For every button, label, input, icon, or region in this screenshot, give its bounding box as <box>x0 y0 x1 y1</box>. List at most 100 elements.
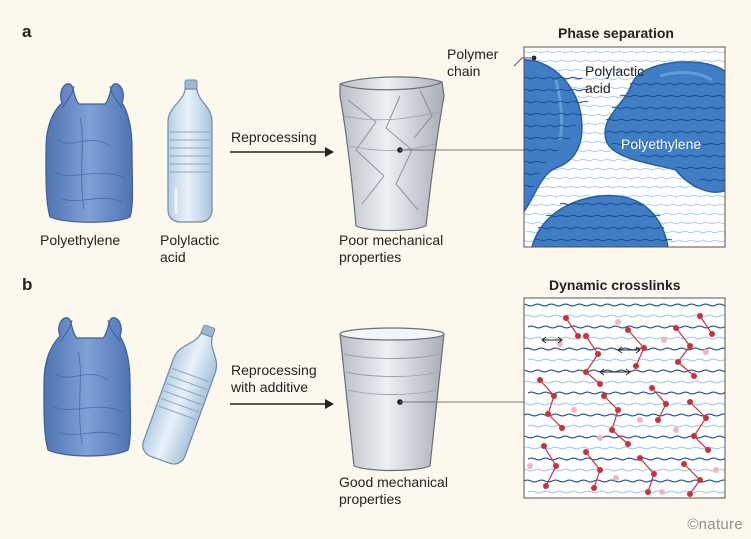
polymer-chain-wave <box>527 325 725 329</box>
polymer-chain-wave <box>605 118 725 122</box>
plastic-bag-icon <box>43 317 132 457</box>
polymer-chain-line1: Polymer <box>447 46 499 62</box>
polymer-chain-wave <box>524 112 583 116</box>
free-crosslinker <box>637 417 643 423</box>
crosslink-bond <box>585 335 601 385</box>
crosslink-bond <box>675 327 695 377</box>
crumpled-cup-icon <box>339 76 445 232</box>
inset-pla-line1: Polylactic <box>585 63 645 79</box>
free-crosslinker <box>673 427 679 433</box>
polymer-chain-wave <box>524 172 541 176</box>
crosslink-node <box>609 427 615 433</box>
polymer-chain-wave <box>611 106 725 110</box>
crosslink-node <box>641 345 647 351</box>
inset-pla-label: Polylactic acid <box>585 63 644 97</box>
crosslink-node <box>651 471 657 477</box>
polymer-chain-wave <box>524 88 589 92</box>
good-properties-label: Good mechanical properties <box>339 474 448 508</box>
exchange-arrow <box>541 336 563 344</box>
crosslink-node <box>691 373 697 379</box>
crosslink-node <box>615 407 621 413</box>
polymer-chain-wave <box>524 402 725 406</box>
phase-separation-title: Phase separation <box>558 25 674 41</box>
crosslink-node <box>703 415 709 421</box>
crosslink-node <box>563 315 569 321</box>
reprocessing-additive-label: Reprocessing with additive <box>231 362 317 396</box>
dynamic-crosslinks-inset <box>523 297 726 499</box>
poor-properties-label: Poor mechanical properties <box>339 232 443 266</box>
crosslink-node <box>655 417 661 423</box>
free-crosslinker <box>661 337 667 343</box>
crosslink-node <box>649 385 655 391</box>
poor-properties-line2: properties <box>339 249 402 265</box>
crosslink-node <box>663 401 669 407</box>
crosslink-node <box>697 477 703 483</box>
polymer-chain-wave <box>524 50 725 54</box>
exchange-arrow <box>599 368 631 376</box>
crosslink-node <box>625 327 631 333</box>
crosslink-node <box>601 393 607 399</box>
crosslink-node <box>691 433 697 439</box>
phase-separation-inset <box>523 46 726 248</box>
crosslink-node <box>687 491 693 497</box>
polymer-chain-wave <box>524 468 725 472</box>
free-crosslinker <box>597 435 603 441</box>
polymer-chain-wave <box>605 130 725 134</box>
crosslink-node <box>537 377 543 383</box>
free-crosslinker <box>615 319 621 325</box>
nature-credit: ©nature <box>687 516 743 533</box>
polymer-chain-wave <box>524 347 725 351</box>
polyethylene-domains <box>524 59 725 247</box>
polylactic-acid-line1: Polylactic <box>160 232 220 248</box>
polymer-chain-wave <box>619 94 725 98</box>
free-crosslinker <box>571 407 577 413</box>
polymer-chain-wave <box>524 380 725 384</box>
crosslink-node <box>633 363 639 369</box>
polymer-chain-wave <box>524 76 583 80</box>
crosslink-node <box>687 343 693 349</box>
reprocessing-arrow <box>230 147 334 157</box>
polymer-chain-wave <box>524 100 589 104</box>
polymer-chain-wave <box>524 369 725 373</box>
crosslink-bond <box>565 317 579 337</box>
crosslink-node <box>591 485 597 491</box>
polylactic-acid-line2: acid <box>160 249 186 265</box>
polymer-chain-wave <box>524 136 571 140</box>
polymer-chain-wave <box>524 336 725 340</box>
polymer-chain-wave <box>527 358 725 362</box>
poor-properties-line1: Poor mechanical <box>339 232 444 248</box>
polymer-chain-wave <box>524 160 547 164</box>
free-crosslinker <box>527 463 533 469</box>
polymer-chain-wave <box>524 446 725 450</box>
crosslink-node <box>551 393 557 399</box>
pe-wave-lines <box>524 76 725 242</box>
polymer-chain-wave <box>524 194 725 198</box>
polymer-chain-wave <box>559 202 645 206</box>
crosslink-node <box>709 331 715 337</box>
reprocessing-additive-line2: with additive <box>231 379 309 395</box>
crosslink-node <box>697 313 703 319</box>
plastic-bottle-icon <box>142 324 218 465</box>
crosslink-bond <box>603 395 629 445</box>
crosslink-node <box>597 381 603 387</box>
crosslink-node <box>687 399 693 405</box>
crosslink-node <box>559 425 565 431</box>
polymer-chain-wave <box>527 391 725 395</box>
reprocessing-with-additive-arrow <box>230 399 334 409</box>
crosslink-bond <box>539 379 563 429</box>
polymer-chain-wave <box>524 59 725 63</box>
polymer-chain-wave <box>524 124 577 128</box>
crosslink-node <box>705 447 711 453</box>
crosslink-node <box>645 489 651 495</box>
inset-pla-line2: acid <box>585 80 611 96</box>
polymer-chain-wave <box>527 457 725 461</box>
polymer-chain-wave <box>524 303 725 307</box>
polymer-chain-wave <box>537 226 665 230</box>
crosslink-node <box>541 443 547 449</box>
plastic-cup-icon <box>339 327 445 472</box>
polymer-chain-wave <box>545 214 661 218</box>
free-crosslinker <box>659 489 665 495</box>
polymer-chain-wave <box>675 166 725 170</box>
crosslink-node <box>595 351 601 357</box>
